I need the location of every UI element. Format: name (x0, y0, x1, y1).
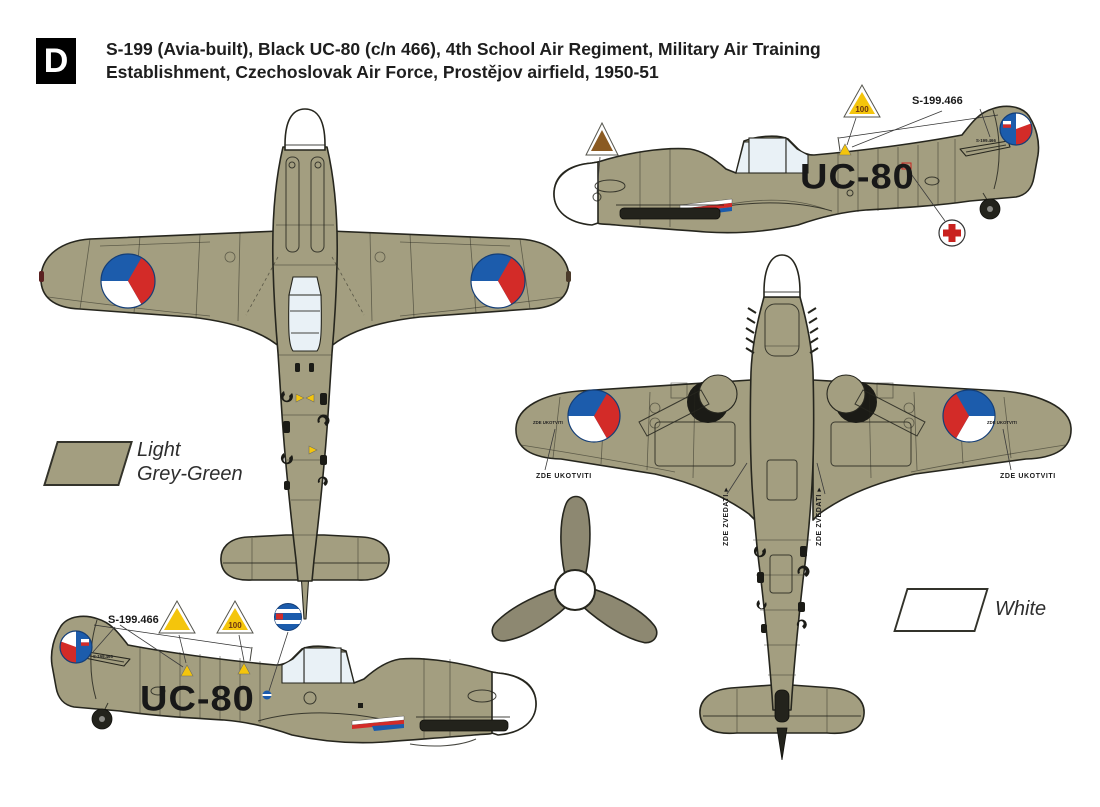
left-profile-windscreen (340, 651, 355, 684)
roundel-right-underwing (942, 389, 996, 443)
tailwheel-bottom (774, 689, 790, 723)
page-title: S-199 (Avia-built), Black UC-80 (c/n 466… (106, 38, 1086, 84)
right-profile-illustration: S-199.466 100 (553, 83, 1040, 247)
swatch-label-line1: White (995, 598, 1047, 620)
left-nav-light (39, 271, 44, 282)
top-view-left-wing (40, 230, 287, 354)
code-letter-edges-bottom (753, 546, 810, 633)
right-profile-windscreen (735, 141, 750, 174)
swatch-white (893, 588, 989, 632)
top-view-illustration (39, 108, 571, 620)
variant-letter: D (43, 42, 69, 80)
top-view-windscreen (288, 276, 322, 296)
octane-100-triangle-decal-left: 100 (216, 599, 254, 662)
bottom-view-spinner (763, 254, 801, 298)
roundel-left-underwing (567, 389, 621, 443)
wing-stencil-right: ZDE UKOTVITI (987, 420, 1017, 425)
left-profile-spinner (491, 671, 537, 736)
propeller-illustration (491, 495, 658, 644)
right-profile-spinner (553, 161, 599, 226)
red-cross-decal (908, 170, 966, 247)
title-line-2: Establishment, Czechoslovak Air Force, P… (106, 62, 659, 82)
roundel-right-wing (470, 253, 526, 309)
svg-text:100: 100 (855, 105, 869, 114)
fin-serial-right: S-199.466 (976, 138, 996, 143)
variant-letter-box: D (36, 38, 76, 84)
stencil-zde-zvedati-right: ZDE ZVEDATI ▸ (815, 487, 823, 546)
stencil-zde-zvedati-left: ZDE ZVEDATI ▸ (722, 487, 730, 546)
spine-arrow-markings (295, 393, 318, 455)
swatch-label-line1: Light (137, 439, 181, 461)
stencil-text: ZDE ZVEDATI (816, 494, 823, 546)
plain-yellow-triangle-decal (158, 599, 196, 664)
top-view-spinner (284, 108, 326, 151)
left-profile-canopy (303, 647, 342, 684)
serial-callout-left: S-199.466 (108, 614, 159, 626)
mini-striped-disc (262, 690, 272, 700)
exhaust-slots (745, 307, 819, 354)
flap-tricolor-marking-left (351, 715, 405, 731)
swatch-light-grey-green (43, 441, 133, 486)
right-nav-light (566, 271, 571, 282)
striped-disc-decal (268, 603, 302, 692)
stencil-zde-ukotviti-right: ZDE UKOTVITI (1000, 473, 1056, 480)
code-letter-edges (280, 391, 330, 490)
arrow-icon: ▸ (816, 487, 823, 492)
arrow-icon: ▸ (723, 487, 730, 492)
stencil-zde-ukotviti-left: ZDE UKOTVITI (536, 473, 592, 480)
exhaust-stack-left (419, 719, 509, 732)
wing-stencil-left: ZDE UKOTVITI (533, 420, 563, 425)
first-aid-hatch (901, 162, 912, 170)
bottom-view-fuselage (749, 296, 815, 711)
swatch-label-light-grey-green: Light Grey-Green (137, 438, 243, 486)
bottom-view-right-wing (812, 379, 1072, 521)
serial-callout-right: S-199.466 (912, 95, 963, 107)
roundel-left-wing (100, 253, 156, 309)
right-profile-canopy (748, 137, 787, 174)
roundel-fin-right (999, 112, 1033, 146)
fuselage-code-left-profile: UC-80 (140, 680, 255, 719)
stencil-text: ZDE ZVEDATI (723, 494, 730, 546)
top-view-canopy (288, 294, 322, 352)
swatch-label-white: White (995, 597, 1046, 621)
title-line-1: S-199 (Avia-built), Black UC-80 (c/n 466… (106, 39, 821, 59)
fuel-triangle-decal (585, 121, 619, 202)
rudder-tip-bottom (776, 727, 788, 761)
fin-serial-left: S-199.466 (93, 654, 113, 659)
swatch-label-line2: Grey-Green (137, 463, 243, 485)
octane-100-triangle-decal: 100 (843, 83, 881, 146)
svg-text:100: 100 (228, 621, 242, 630)
roundel-fin-left (59, 630, 93, 664)
top-view-fuselage (271, 146, 339, 582)
fuselage-code-right-profile: UC-80 (800, 158, 915, 197)
left-profile-aft-glazing (281, 646, 305, 684)
left-profile-illustration: S-199.466 100 (50, 599, 537, 747)
propeller-hub (554, 569, 596, 611)
bottom-view-illustration: ZDE UKOTVITI ZDE UKOTVITI (515, 254, 1072, 761)
